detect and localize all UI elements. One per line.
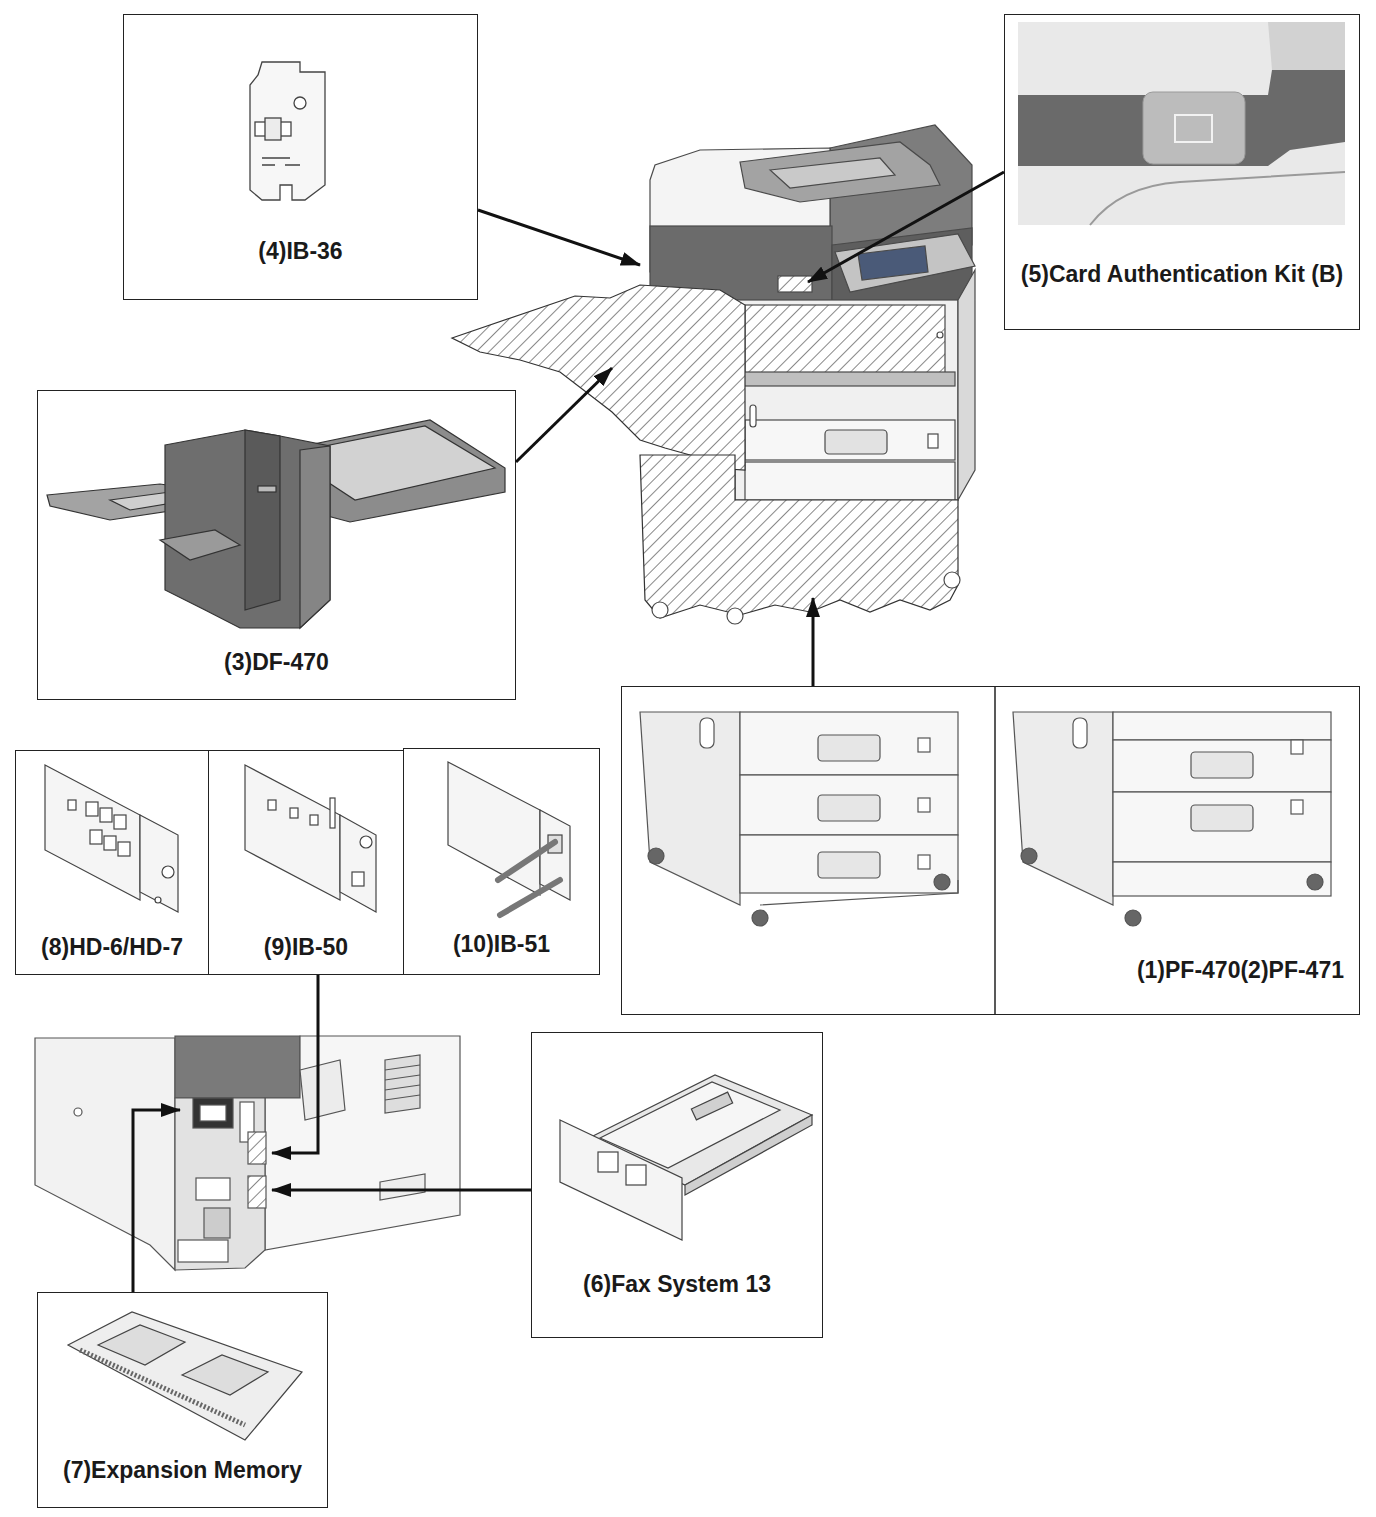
part-label: (4)IB-36: [124, 240, 477, 263]
printer-illustration: [727, 608, 743, 624]
printer-illustration: [452, 125, 975, 624]
printer-illustration: [735, 300, 958, 500]
part-label: (7)Expansion Memory: [38, 1459, 327, 1482]
printer-illustration: [928, 434, 938, 448]
printer-illustration: [745, 420, 955, 460]
printer-rear-view: [248, 1176, 266, 1208]
part-label: (3)DF-470: [38, 651, 515, 674]
printer-illustration: [640, 455, 958, 618]
printer-rear-view: [300, 1060, 345, 1120]
printer-illustration: [830, 125, 972, 272]
pointer-arrows: [478, 210, 640, 265]
callout-box: (1)PF-470(2)PF-471: [621, 686, 1360, 1015]
printer-illustration: [958, 270, 975, 500]
printer-illustration: [745, 305, 945, 375]
printer-rear-view: [35, 1036, 460, 1270]
printer-illustration: [937, 332, 943, 338]
printer-illustration: [832, 228, 972, 306]
pointer-arrows: [133, 1110, 180, 1292]
callout-box: (3)DF-470: [37, 390, 516, 700]
pointer-arrows: [808, 172, 1004, 282]
printer-rear-view: [240, 1102, 254, 1142]
printer-illustration: [944, 572, 960, 588]
pointer-arrows: [812, 598, 815, 686]
pointer-arrows: [516, 368, 612, 462]
callout-box: (8)HD-6/HD-7: [15, 750, 209, 975]
part-label: (6)Fax System 13: [532, 1273, 822, 1296]
callout-box: (5)Card Authentication Kit (B): [1004, 14, 1360, 330]
printer-rear-view: [193, 1098, 233, 1128]
printer-rear-view: [74, 1108, 82, 1116]
callout-box: (6)Fax System 13: [531, 1032, 823, 1338]
callout-box: (10)IB-51: [403, 748, 600, 975]
part-label: (8)HD-6/HD-7: [16, 936, 208, 959]
printer-rear-view: [196, 1178, 230, 1200]
printer-illustration: [740, 372, 955, 386]
part-label: (10)IB-51: [404, 933, 599, 956]
printer-rear-view: [385, 1055, 420, 1113]
printer-rear-view: [200, 1105, 226, 1121]
printer-rear-view: [175, 1098, 265, 1270]
callout-box: (9)IB-50: [208, 750, 404, 975]
printer-illustration: [650, 148, 830, 272]
part-label: (1)PF-470(2)PF-471: [622, 959, 1359, 982]
printer-illustration: [825, 430, 887, 454]
printer-rear-view: [178, 1240, 228, 1262]
printer-illustration: [652, 602, 668, 618]
printer-rear-view: [175, 1036, 300, 1098]
printer-illustration: [835, 234, 975, 292]
part-label: (9)IB-50: [209, 936, 403, 959]
callout-box: (4)IB-36: [123, 14, 478, 300]
printer-illustration: [858, 246, 928, 280]
printer-illustration: [740, 142, 940, 202]
pointer-arrows: [272, 975, 318, 1153]
printer-illustration: [770, 158, 895, 188]
printer-rear-view: [385, 1065, 420, 1100]
printer-rear-view: [248, 1132, 266, 1164]
part-label: (5)Card Authentication Kit (B): [1005, 263, 1359, 286]
printer-illustration: [745, 462, 955, 500]
printer-illustration: [778, 276, 812, 292]
printer-rear-view: [204, 1208, 230, 1238]
printer-rear-view: [35, 1038, 175, 1270]
pointer-arrows: [272, 1189, 531, 1192]
printer-rear-view: [380, 1174, 425, 1200]
printer-illustration: [750, 405, 756, 427]
printer-rear-view: [265, 1036, 460, 1250]
printer-illustration: [650, 226, 832, 306]
callout-box: (7)Expansion Memory: [37, 1292, 328, 1508]
